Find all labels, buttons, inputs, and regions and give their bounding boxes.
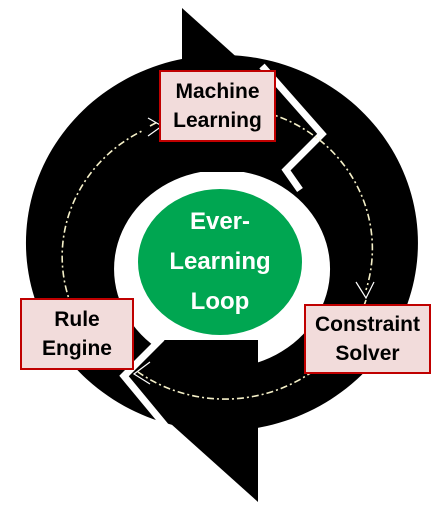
center-label-line: Loop xyxy=(190,288,250,315)
node-rule-engine: Rule Engine xyxy=(20,298,134,370)
node-label-line: Rule xyxy=(54,308,100,331)
bottom-arrowhead xyxy=(122,340,258,502)
center-label: Ever- Learning Loop xyxy=(137,189,303,335)
node-label-line: Learning xyxy=(173,109,262,132)
node-constraint-solver: Constraint Solver xyxy=(304,304,431,374)
flow-arrowhead-right xyxy=(355,281,375,300)
node-machine-learning: Machine Learning xyxy=(159,70,276,142)
center-label-line: Learning xyxy=(169,248,271,275)
center-circle xyxy=(134,185,306,339)
node-label-line: Machine xyxy=(175,80,260,103)
flow-path-left xyxy=(61,129,145,321)
upper-arrow-gap xyxy=(259,63,327,193)
node-label-line: Constraint xyxy=(315,313,420,336)
lower-arrow-gap xyxy=(119,316,185,449)
flow-path xyxy=(149,105,374,291)
node-label-line: Solver xyxy=(335,342,400,365)
node-label-line: Engine xyxy=(41,337,112,360)
flow-path-lower xyxy=(137,299,367,400)
center-label-line: Ever- xyxy=(189,208,251,235)
flow-arrowhead-bottom xyxy=(132,361,151,385)
